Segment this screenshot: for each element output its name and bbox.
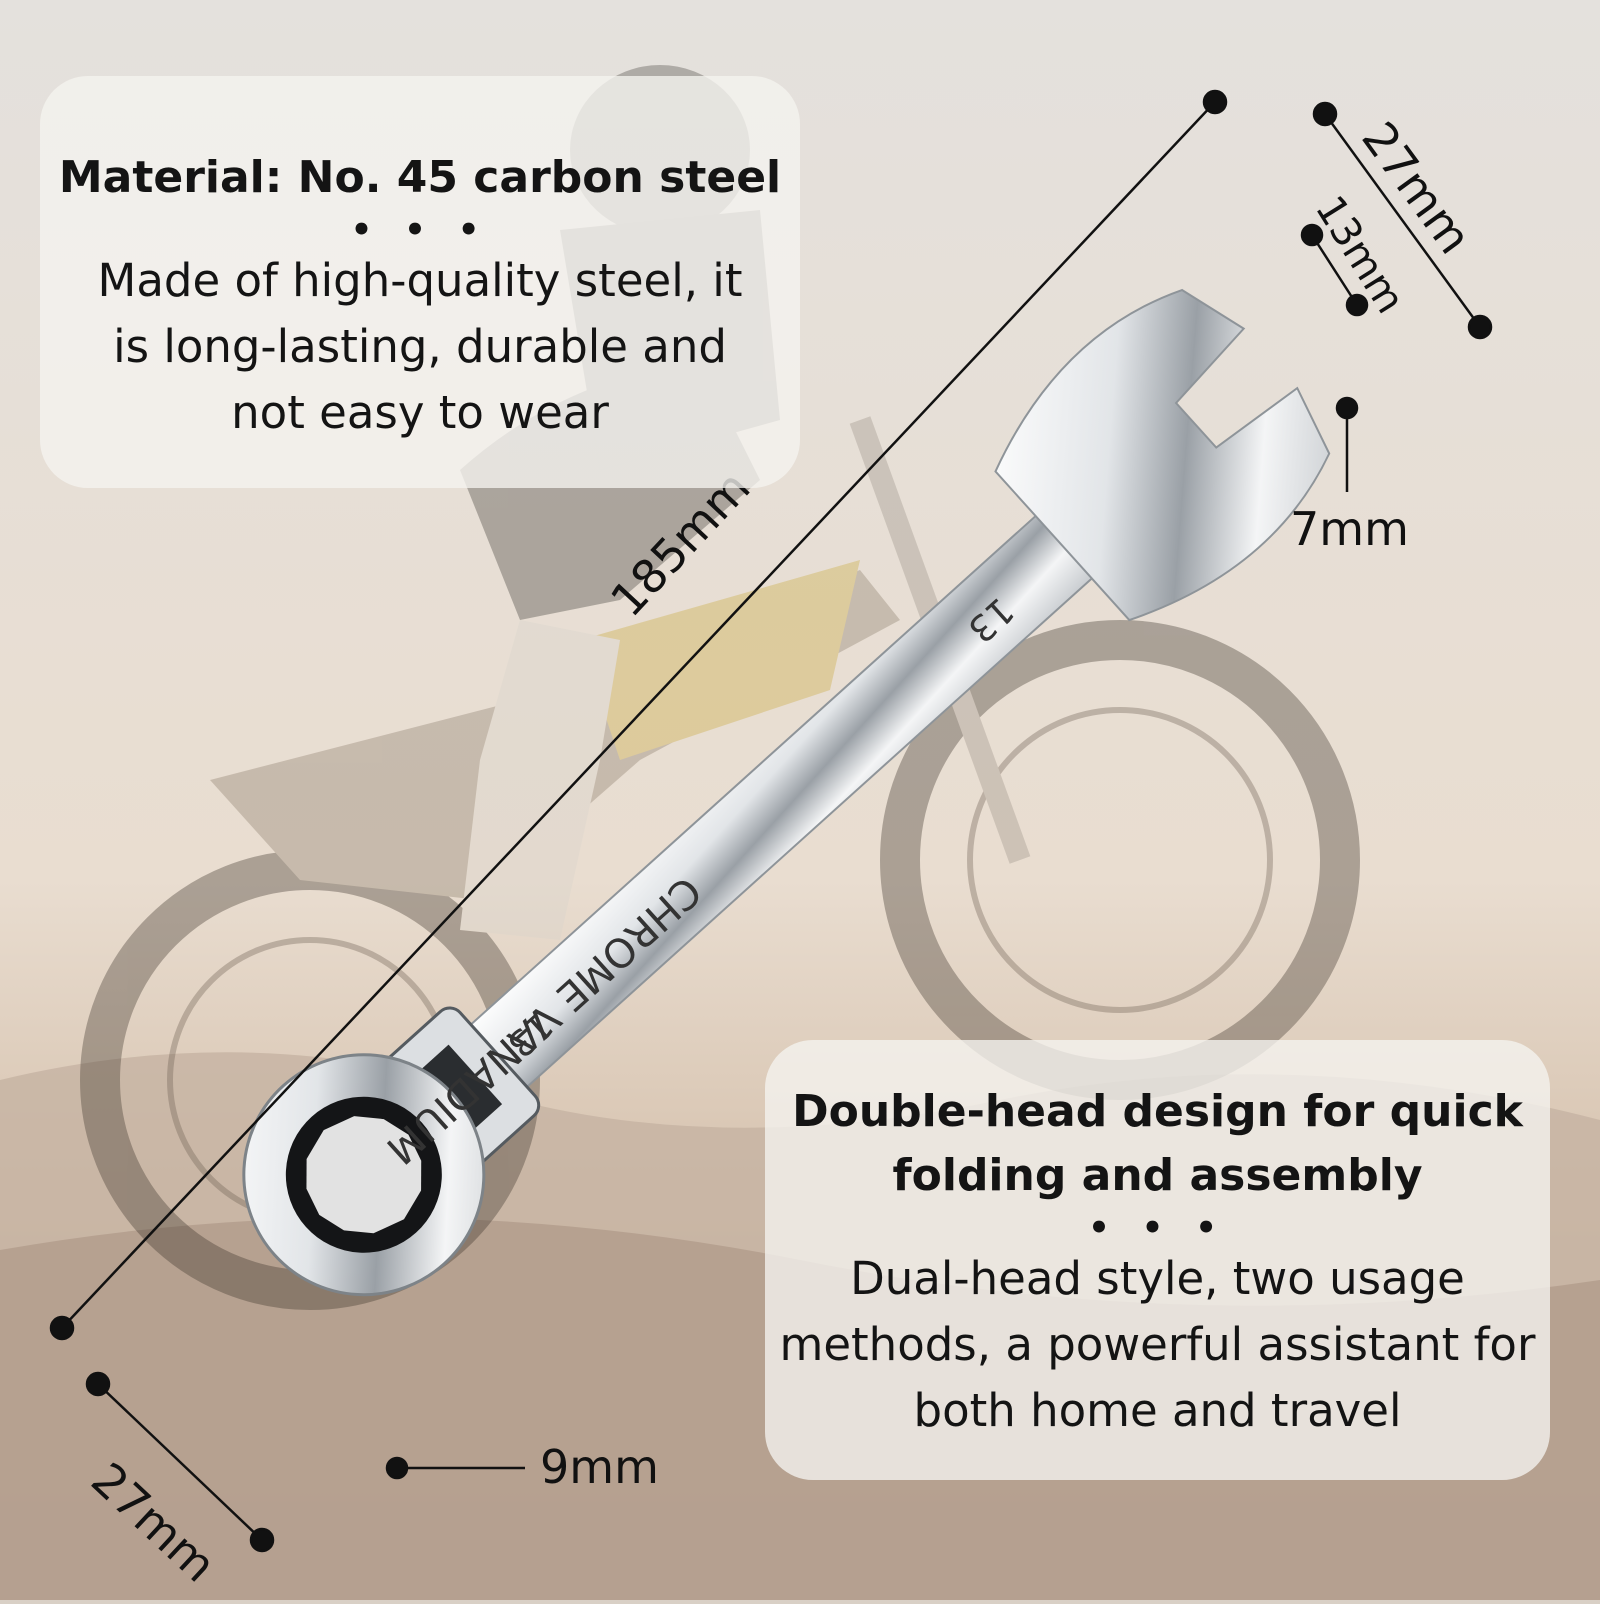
material-info-panel: Material: No. 45 carbon steel • • • Made… [40,76,800,488]
design-title-line-1: Double-head design for quick [792,1086,1523,1137]
design-info-panel: Double-head design for quick folding and… [765,1040,1550,1480]
material-description: Made of high-quality steel, it is long-l… [40,248,800,446]
dim-open-head-thickness-label: 7mm [1290,502,1409,556]
material-title: Material: No. 45 carbon steel [58,152,782,203]
design-title-line-2: folding and assembly [892,1150,1423,1201]
design-line-2: methods, a powerful assistant for [779,1318,1536,1371]
material-line-2: is long-lasting, durable and [113,320,727,373]
dimension-lines [49,89,1493,1553]
design-title: Double-head design for quick folding and… [765,1080,1550,1208]
design-description: Dual-head style, two usage methods, a po… [765,1246,1550,1444]
separator-dots: • • • [350,210,490,250]
dim-ring-head-thickness-label: 9mm [540,1440,659,1494]
separator-dots: • • • [1088,1208,1227,1248]
design-line-3: both home and travel [913,1384,1402,1437]
open-end-head [994,288,1331,622]
material-line-3: not easy to wear [231,386,609,439]
design-line-1: Dual-head style, two usage [850,1252,1465,1305]
material-line-1: Made of high-quality steel, it [97,254,743,307]
